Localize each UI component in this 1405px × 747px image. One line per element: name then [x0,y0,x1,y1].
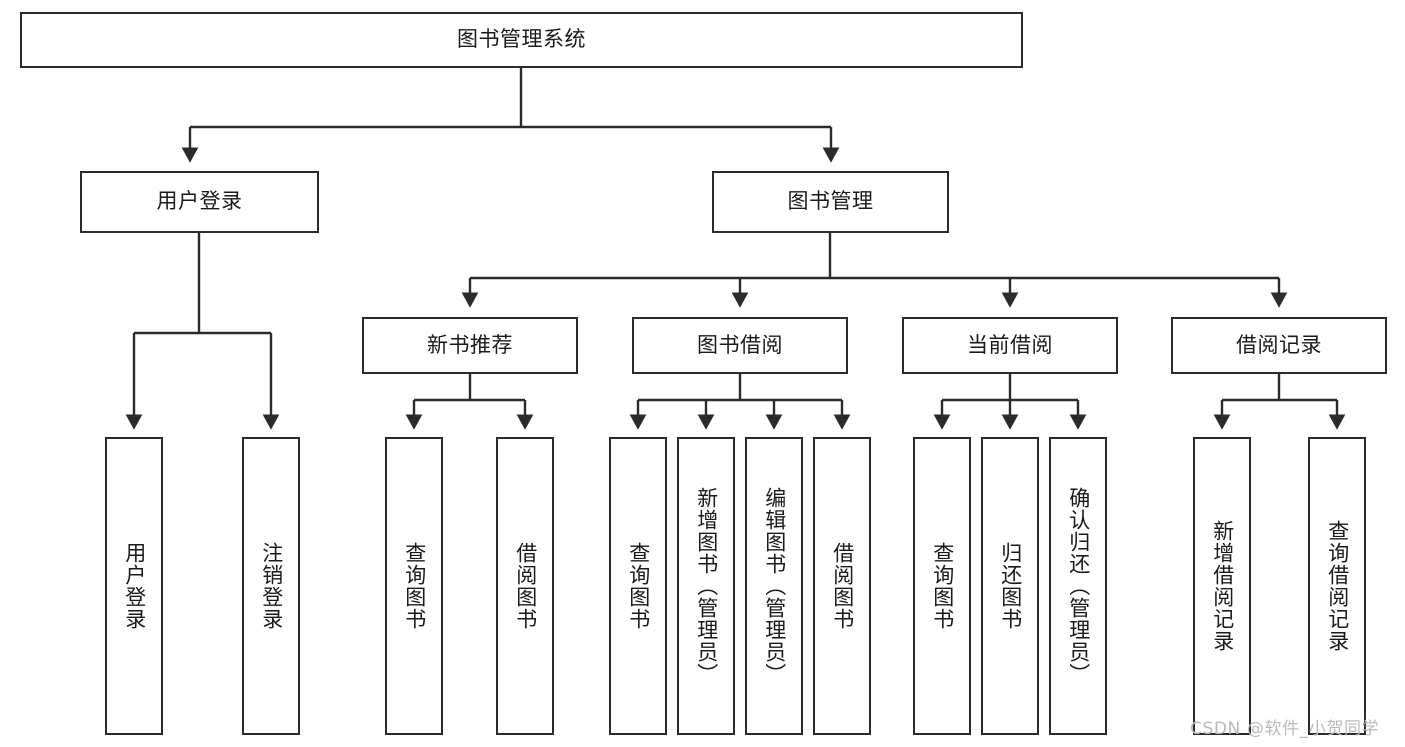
leaf-borrow-book-1[interactable]: 借阅图书 [496,437,554,735]
leaf-query-record-label: 查询借阅记录 [1325,520,1350,652]
leaf-query-record[interactable]: 查询借阅记录 [1308,437,1366,735]
leaf-query-book-1-label: 查询图书 [402,542,427,630]
csdn-watermark: CSDN @软件_小贺同学 [1190,719,1380,739]
leaf-add-book-label: 新增图书（管理员） [694,487,719,685]
leaf-return-book[interactable]: 归还图书 [981,437,1039,735]
leaf-return-book-label: 归还图书 [998,542,1023,630]
leaf-edit-book[interactable]: 编辑图书（管理员） [745,437,803,735]
leaf-confirm-return-label: 确认归还（管理员） [1066,487,1091,685]
leaf-add-record-label: 新增借阅记录 [1210,520,1235,652]
node-book-manage[interactable]: 图书管理 [712,171,949,233]
leaf-user-login-label: 用户登录 [122,542,147,630]
node-book-manage-label: 图书管理 [787,189,874,214]
leaf-query-book-1[interactable]: 查询图书 [385,437,443,735]
node-borrow-record-label: 借阅记录 [1236,332,1322,357]
leaf-query-book-3[interactable]: 查询图书 [913,437,971,735]
leaf-edit-book-label: 编辑图书（管理员） [762,487,787,685]
node-user-login[interactable]: 用户登录 [80,171,319,233]
node-borrow-record[interactable]: 借阅记录 [1171,317,1387,374]
node-current-borrow[interactable]: 当前借阅 [902,317,1118,374]
leaf-borrow-book-2[interactable]: 借阅图书 [813,437,871,735]
leaf-add-book[interactable]: 新增图书（管理员） [677,437,735,735]
node-book-borrow[interactable]: 图书借阅 [632,317,848,374]
leaf-query-book-2-label: 查询图书 [626,542,651,630]
leaf-borrow-book-2-label: 借阅图书 [830,542,855,630]
node-root[interactable]: 图书管理系统 [20,12,1023,68]
leaf-borrow-book-1-label: 借阅图书 [513,542,538,630]
node-current-borrow-label: 当前借阅 [967,332,1053,357]
node-root-label: 图书管理系统 [457,27,586,52]
leaf-user-logout-label: 注销登录 [259,542,284,630]
node-new-book-rec[interactable]: 新书推荐 [362,317,578,374]
leaf-user-logout[interactable]: 注销登录 [242,437,300,735]
node-book-borrow-label: 图书借阅 [697,332,783,357]
leaf-query-book-2[interactable]: 查询图书 [609,437,667,735]
leaf-query-book-3-label: 查询图书 [930,542,955,630]
node-user-login-label: 用户登录 [156,189,243,214]
leaf-add-record[interactable]: 新增借阅记录 [1193,437,1251,735]
leaf-user-login[interactable]: 用户登录 [105,437,163,735]
node-new-book-rec-label: 新书推荐 [427,332,513,357]
leaf-confirm-return[interactable]: 确认归还（管理员） [1049,437,1107,735]
